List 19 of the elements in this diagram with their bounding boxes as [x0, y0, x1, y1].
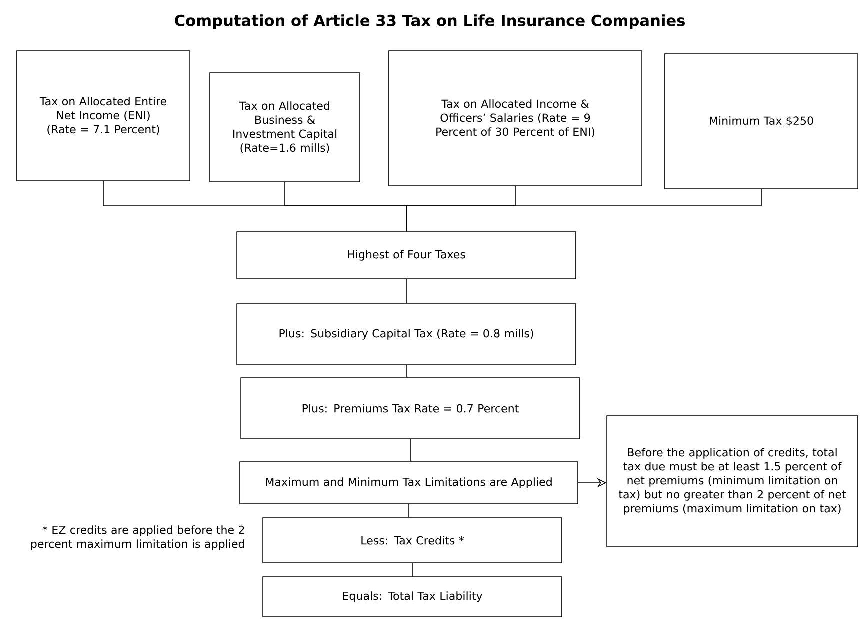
title: Computation of Article 33 Tax on Life Insurance Companies: [175, 14, 685, 30]
note-box: Before the application of credits, total tax due must be at least 1.5 percent of net premiums (minimum limitation on tax) but no greater than 2 percent of net premiums (maximum limitation on tax): [606, 416, 858, 548]
connector: [410, 439, 411, 462]
footnote: * EZ credits are applied before the 2 percent maximum limitation is applied: [31, 526, 244, 550]
connector: [406, 188, 762, 232]
process-box: Highest of Four Taxes: [236, 232, 576, 280]
connector: [412, 563, 413, 577]
process-box: Plus: Premiums Tax Rate = 0.7 Percent: [240, 378, 580, 440]
process-box: Less: Tax Credits *: [262, 518, 562, 564]
process-box: Plus: Subsidiary Capital Tax (Rate = 0.8 mills): [236, 304, 576, 366]
process-box: Tax on Allocated Entire Net Income (ENI) (Rate = 7.1 Percent): [16, 50, 190, 182]
connector: [406, 278, 407, 304]
connector: [408, 504, 410, 518]
connector: [406, 365, 407, 378]
process-box: Tax on Allocated Income & Officers’ Salaries (Rate = 9 Percent of 30 Percent of ENI): [388, 50, 642, 186]
process-box: Minimum Tax $250: [664, 54, 858, 190]
process-box: Tax on Allocated Business & Investment Capital (Rate=1.6 mills): [210, 72, 360, 182]
process-box: Maximum and Minimum Tax Limitations are Applied: [240, 462, 578, 504]
process-box: Equals: Total Tax Liability: [262, 576, 562, 618]
